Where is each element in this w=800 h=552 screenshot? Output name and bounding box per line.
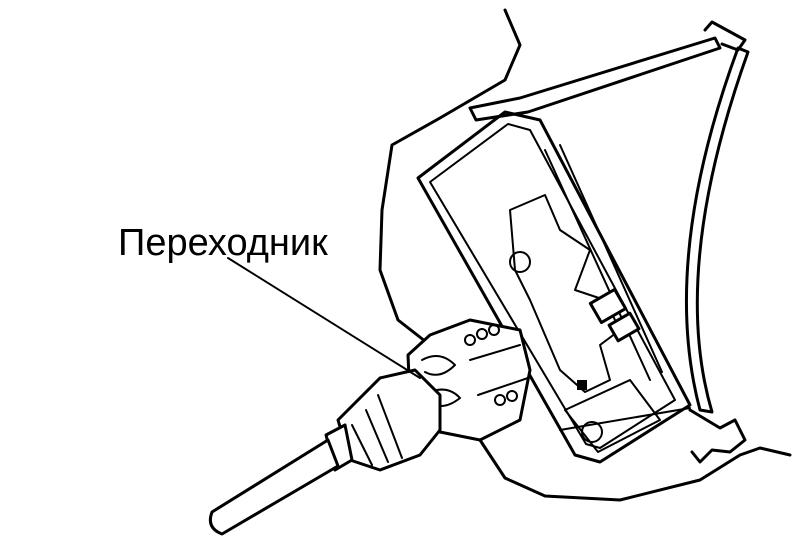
spring-coil-2	[476, 328, 488, 340]
upper-pivot	[509, 251, 531, 273]
spring-coil-3	[488, 324, 500, 336]
spring-coil-1	[464, 334, 476, 346]
callout-label-adapter: Переходник	[118, 222, 328, 264]
spring-coil-4	[494, 394, 506, 406]
lever-plate	[509, 194, 621, 393]
rubber-boot	[336, 368, 442, 472]
spring-coil-5	[506, 390, 518, 402]
housing-frame	[416, 110, 692, 464]
pushrod	[469, 344, 529, 396]
boot-ribs	[351, 394, 403, 466]
lower-box	[564, 379, 661, 453]
clamp-block-2	[607, 311, 641, 343]
slider-rail	[544, 144, 663, 381]
indicator-square	[577, 380, 587, 390]
body-outline	[378, 8, 792, 502]
callout-leader	[227, 257, 421, 379]
cable-rod	[208, 438, 340, 536]
bracket-tab	[703, 20, 747, 52]
upper-bracket	[468, 36, 722, 122]
lower-pivot	[581, 421, 603, 443]
mount-bolt	[688, 408, 747, 464]
clamp-block	[588, 287, 628, 325]
housing-inner	[429, 123, 676, 449]
curved-strut	[684, 46, 750, 414]
mount-strap	[559, 407, 691, 431]
